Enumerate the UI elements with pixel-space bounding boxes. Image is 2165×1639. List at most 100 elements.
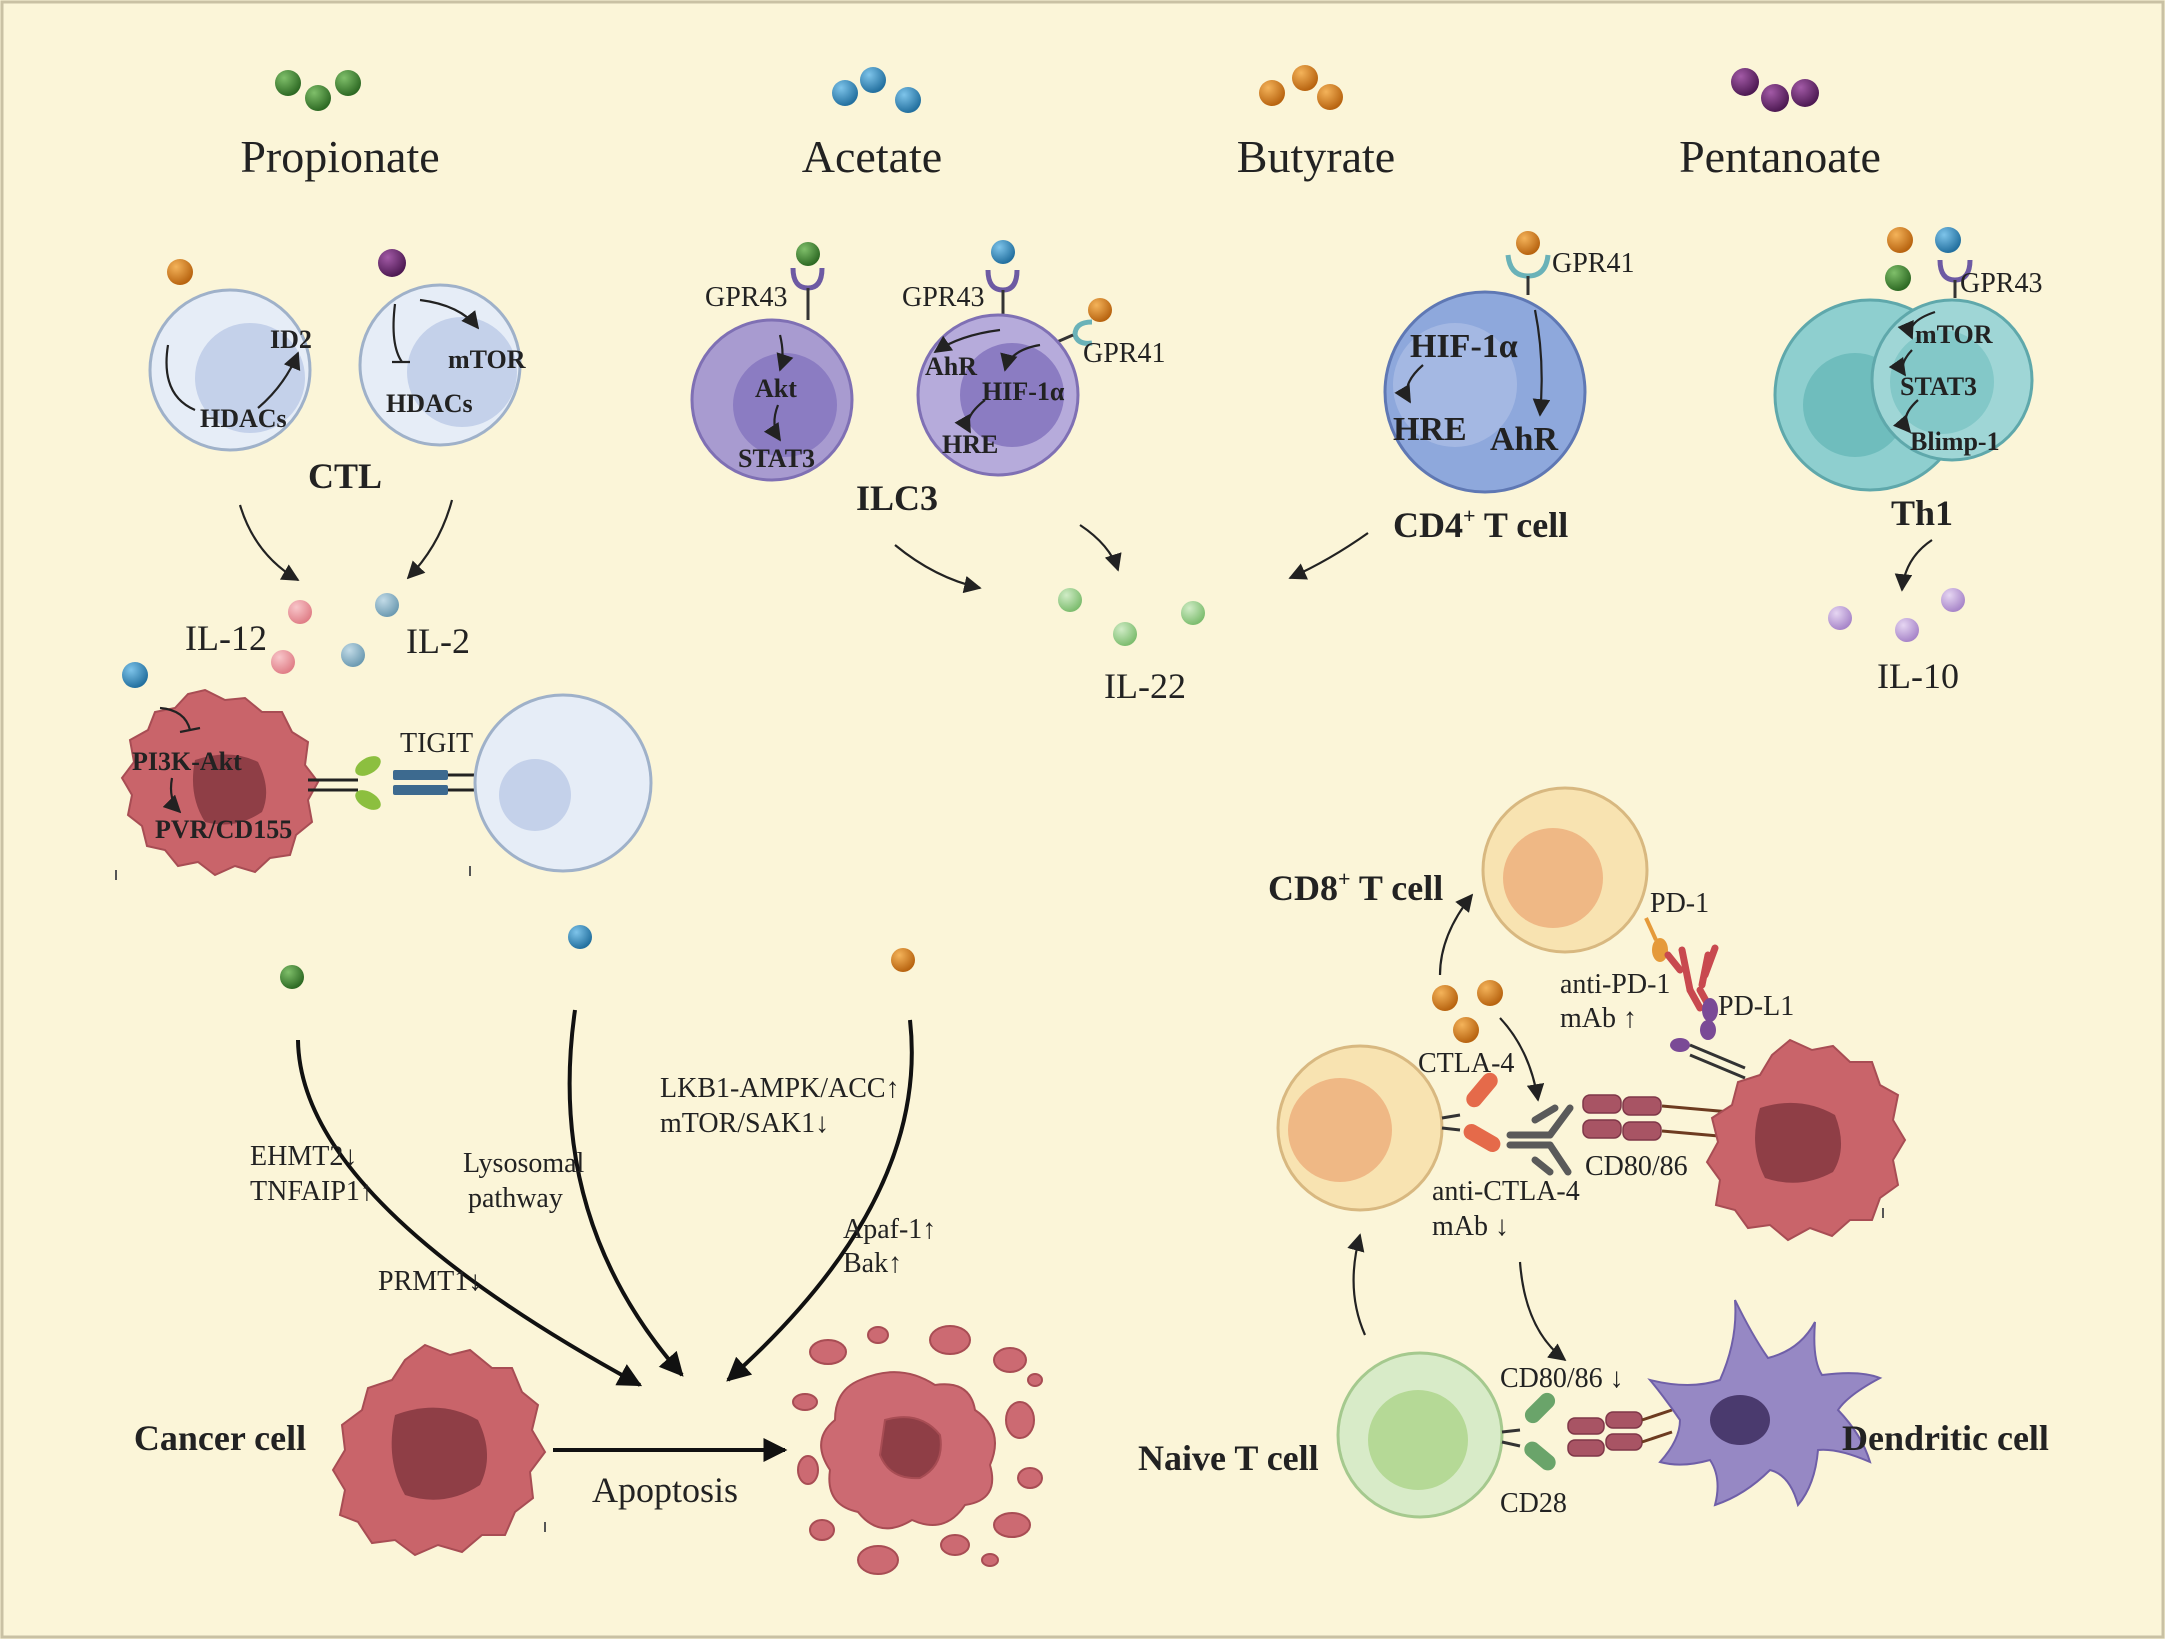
cd4-panel: GPR41 HIF-1α HRE AhR CD4+ T cell (1288, 231, 1634, 580)
pvr-domain (355, 756, 381, 776)
butyrate-molecule-icon (891, 948, 915, 972)
activation-arrow (1893, 399, 1919, 434)
th1-panel: GPR43 mTOR STAT3 Blimp-1 Th1 (1773, 227, 2042, 592)
naive-t-cell (1336, 1351, 1504, 1519)
cd28-label: CD28 (1500, 1488, 1567, 1519)
mtor-label: mTOR (1915, 320, 1993, 349)
activation-arrow (419, 298, 480, 330)
pd-1-receptor (1644, 917, 1658, 941)
acetate-molecule-icon (895, 87, 921, 113)
pd-1-receptor (1652, 938, 1668, 962)
checkpoint-panel: CD8+ T cell PD-1 anti-PD-1 mAb ↑ PD-L1 (1138, 786, 2049, 1519)
butyrate-molecule-icon (1453, 1017, 1479, 1043)
acetate-molecule-icon (568, 925, 592, 949)
apoptosis-panel: EHMT2↓ TNFAIP1↑ PRMT1↓ Lysosomal pathway… (134, 925, 1043, 1575)
tigit-panel: PI3K-Akt PVR/CD155 TIGIT (120, 662, 653, 877)
ctl-cell-left (148, 288, 312, 452)
stat3-label: STAT3 (1900, 372, 1977, 401)
propionate-molecule-icon (1885, 265, 1911, 291)
pentanoate-molecule-icon (1791, 79, 1819, 107)
hre-label: HRE (1393, 411, 1467, 448)
propionate-header: Propionate (240, 70, 440, 182)
il12-il2-cytokines: IL-12 IL-2 (185, 593, 470, 674)
activation-arrow (1394, 364, 1424, 404)
akt-label: Akt (755, 374, 797, 403)
activation-arrow (1532, 309, 1551, 417)
il22-molecule-icon (1058, 588, 1082, 612)
tumor-cell-right (1705, 1038, 1907, 1242)
hdacs-label: HDACs (200, 404, 287, 433)
mtor-label: mTOR (448, 345, 526, 374)
anti-pd-1-antibody (1664, 944, 1719, 1012)
il10-molecule-icon (1941, 588, 1965, 612)
gpr41-label: GPR41 (1083, 338, 1165, 369)
cd80-86-stalk (1661, 1104, 1731, 1114)
dendritic-cell-label: Dendritic cell (1842, 1418, 2049, 1458)
pd-l1-label: PD-L1 (1718, 991, 1794, 1022)
cd80-86-down-label: CD80/86 ↓ (1500, 1363, 1624, 1394)
stat3-label: STAT3 (738, 444, 815, 473)
ctla-4-label: CTLA-4 (1418, 1048, 1514, 1079)
propionate-label: Propionate (240, 131, 439, 182)
butyrate-molecule-icon (1432, 985, 1458, 1011)
pentanoate-molecule-icon (1731, 68, 1759, 96)
cd80-86-stalk (1641, 1408, 1673, 1422)
hif-1a-label: HIF-1α (1410, 328, 1518, 365)
tigit-domain (393, 785, 448, 795)
activation-arrow (933, 328, 1001, 353)
mtor-sak1-label: mTOR/SAK1↓ (660, 1108, 829, 1139)
acetate-molecule-icon (991, 240, 1015, 264)
acetate-header: Acetate (802, 67, 942, 182)
cd4-t-cell (1383, 290, 1587, 494)
il10-label: IL-10 (1877, 656, 1959, 696)
il12-molecule-icon (271, 650, 295, 674)
propionate-molecule-icon (305, 85, 331, 111)
acetate-molecule-icon (832, 80, 858, 106)
gpr43-label: GPR43 (902, 282, 984, 313)
activation-arrow (954, 399, 986, 434)
pd-l1-ligand (1670, 998, 1718, 1052)
butyrate-apoptosis-arrow (726, 1019, 914, 1382)
propionate-apoptosis-arrow (296, 1039, 643, 1387)
ahr-label: AhR (1490, 421, 1558, 458)
activation-arrow (1888, 349, 1913, 377)
cd4-suffix: T cell (1476, 505, 1569, 545)
tigit-label: TIGIT (400, 728, 473, 759)
inhibition-line (159, 706, 192, 731)
cancer-cell-label: Cancer cell (134, 1418, 306, 1458)
propionate-molecule-icon (280, 965, 304, 989)
dendritic-cell (1647, 1299, 1883, 1508)
il10-molecule-icon (1828, 606, 1852, 630)
hdacs-label: HDACs (386, 389, 473, 418)
gpr41-label: GPR41 (1552, 248, 1634, 279)
anti-pd-1-mab-label: mAb ↑ (1560, 1003, 1637, 1034)
il22-molecule-icon (1113, 622, 1137, 646)
id2-label: ID2 (270, 325, 312, 354)
il22-molecule-icon (1181, 601, 1205, 625)
activation-arrow (257, 351, 301, 409)
hre-label: HRE (942, 430, 998, 459)
ilc3-cell-right (916, 313, 1080, 477)
il2-molecule-icon (375, 593, 399, 617)
pentanoate-molecule-icon (1761, 84, 1789, 112)
acetate-label: Acetate (802, 131, 942, 182)
bak-label: Bak↑ (843, 1248, 902, 1279)
activation-arrow (1897, 310, 1936, 340)
gpr43-label: GPR43 (1960, 268, 2042, 299)
pentanoate-header: Pentanoate (1679, 68, 1881, 182)
acetate-molecule-icon (1935, 227, 1961, 253)
il2-label: IL-2 (406, 621, 470, 661)
cd80-86-label: CD80/86 (1585, 1151, 1688, 1182)
acetate-molecule-icon (860, 67, 886, 93)
il10-cytokines: IL-10 (1828, 588, 1965, 696)
lkb1-ampk-label: LKB1-AMPK/ACC↑ (660, 1073, 900, 1104)
propionate-molecule-icon (796, 242, 820, 266)
blimp-1-label: Blimp-1 (1910, 427, 2000, 456)
butyrate-molecule-icon (1259, 80, 1285, 106)
ctl-cell-right (358, 283, 522, 447)
ilc3-to-il22-arrow (894, 544, 982, 594)
prmt1-label: PRMT1↓ (378, 1266, 482, 1297)
anti-ctla-4-antibody (1506, 1104, 1574, 1176)
